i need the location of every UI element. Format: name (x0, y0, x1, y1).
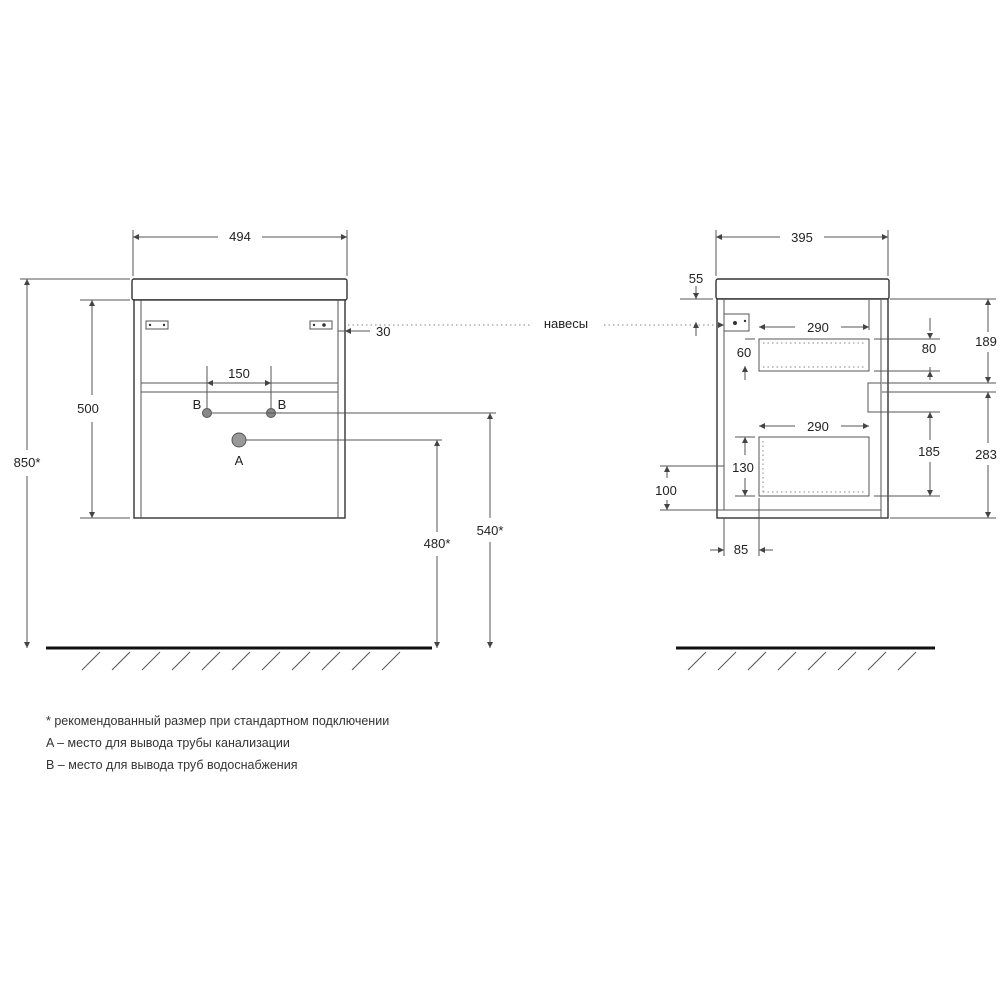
front-countertop (131, 278, 348, 301)
front-cabinet (133, 299, 346, 519)
dim-top-drawer-height: 80 (922, 341, 936, 356)
supply-point-left (202, 408, 212, 418)
note-recommended: * рекомендованный размер при стандартном… (46, 714, 390, 728)
dim-bottom-drawer-depth: 290 (807, 419, 829, 434)
hinges-callout: навесы (348, 316, 724, 331)
hinges-label: навесы (544, 316, 588, 331)
dim-bottom-clearance: 100 (655, 483, 677, 498)
side-drawer-bottom (758, 436, 870, 497)
front-view: B B A 494 500 850* 30 150 (14, 229, 504, 648)
note-supply: B – место для вывода труб водоснабжения (46, 758, 298, 772)
dim-bottom-drawer-height: 130 (732, 460, 754, 475)
dim-total-height: 850* (14, 455, 41, 470)
floor-front (46, 646, 432, 671)
side-hinge (723, 313, 750, 332)
note-drain: A – место для вывода трубы канализации (46, 736, 290, 750)
drain-point (231, 432, 247, 448)
dim-bottom-zone: 283 (975, 447, 997, 462)
dim-supply-height: 540* (477, 523, 504, 538)
front-hinge-right (309, 320, 333, 330)
dim-drain-height: 480* (424, 536, 451, 551)
side-countertop (715, 278, 890, 300)
supply-label-right: B (278, 397, 287, 412)
dim-front-width: 494 (229, 229, 251, 244)
side-view: 395 55 290 60 80 189 (655, 230, 997, 557)
side-drawer-top (758, 338, 870, 372)
dim-front-body-height: 500 (77, 401, 99, 416)
drain-label: A (235, 453, 244, 468)
dim-side-depth: 395 (791, 230, 813, 245)
floor-side (676, 646, 935, 671)
dim-top-drawer-offset: 60 (737, 345, 751, 360)
dim-top-thickness: 55 (689, 271, 703, 286)
dim-back-offset: 85 (734, 542, 748, 557)
front-hinge-left (145, 320, 169, 330)
dim-top-zone: 189 (975, 334, 997, 349)
dim-top-drawer-depth: 290 (807, 320, 829, 335)
dim-bottom-drawer-inner: 185 (918, 444, 940, 459)
dim-hinge-offset: 30 (376, 324, 390, 339)
dim-supply-spacing: 150 (228, 366, 250, 381)
notes-legend: * рекомендованный размер при стандартном… (46, 710, 389, 776)
supply-label-left: B (193, 397, 202, 412)
